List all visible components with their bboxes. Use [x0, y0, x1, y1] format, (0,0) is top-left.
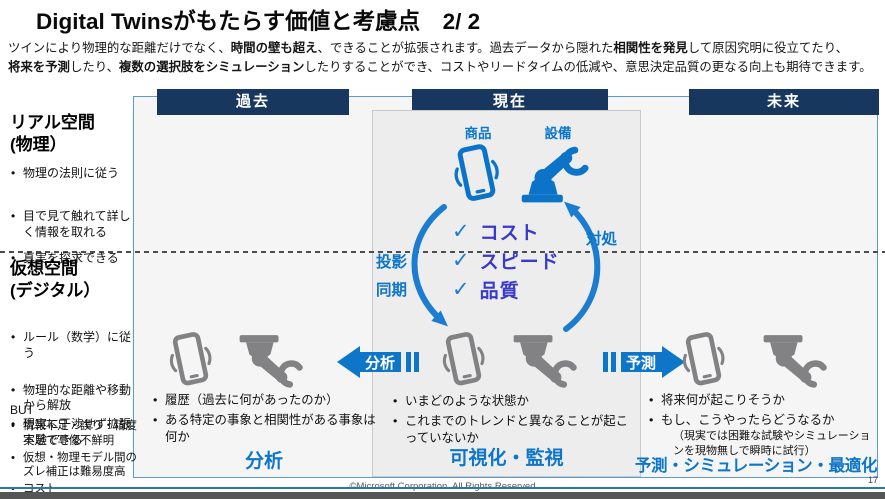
response-label: 対処 — [586, 231, 618, 248]
timeline-header-future: 未来 — [689, 89, 879, 115]
virtual-space-title: 仮想空間 — [10, 259, 78, 278]
page-number: 17 — [867, 475, 878, 485]
intro-paragraph: ツインにより物理的な距離だけでなく、時間の壁も超え、できることが拡張されます。過… — [8, 39, 882, 76]
intro-highlight: 複数の選択肢をシミュレーション — [119, 59, 305, 74]
list-item: ある特定の事象と相関性がある事象は何か — [152, 412, 376, 446]
list-item-text: もし、こうやったらどうなるか — [661, 413, 835, 428]
virtual-space-caveats: 情報不足・誤り・精度不足で写像不鮮明 仮想・物理モデル間のズレ補正は難易度高 コ… — [10, 419, 142, 499]
virtual-space-heading: 仮想空間 (デジタル） — [10, 258, 100, 302]
list-item: 情報不足・誤り・精度不足で写像不鮮明 — [10, 419, 142, 449]
robot-arm-icon — [520, 146, 592, 204]
list-item: 物理の法則に従う — [10, 166, 136, 182]
future-category-label: 予測・シミュレーション・最適化 — [634, 457, 878, 475]
benefit-checklist: ✓ コスト ✓ スピード ✓ 品質 — [452, 217, 560, 304]
intro-text: したり、 — [69, 59, 120, 74]
intro-highlight: 将来を予測 — [8, 59, 70, 74]
checklist-row: ✓ 品質 — [452, 275, 560, 304]
real-space-subtitle: (物理） — [10, 135, 67, 155]
bottom-window-strip — [0, 492, 885, 499]
intro-highlight: 時間の壁も超え — [230, 41, 318, 55]
sync-label: 同期 — [376, 282, 408, 299]
analysis-arrow: 分析 — [337, 344, 423, 380]
bottom-accent-line — [0, 487, 885, 489]
real-space-heading: リアル空間 (物理） — [10, 112, 95, 156]
past-bullets: 履歴（過去に何があったのか） ある特定の事象と相関性がある事象は何か — [152, 392, 376, 449]
prediction-arrow-label: 予測 — [625, 355, 656, 372]
real-space-bullets: 物理の法則に従う 目で見て触れて詳しく情報を取れる 真実を探求できる — [10, 166, 136, 278]
robot-arm-icon — [238, 334, 306, 388]
check-icon: ✓ — [452, 249, 470, 272]
present-category-label: 可視化・監視 — [449, 448, 564, 469]
list-item: 履歴（過去に何があったのか） — [152, 392, 376, 409]
projection-label: 投影 — [376, 254, 408, 271]
timeline-header-past: 過去 — [157, 89, 349, 115]
list-item: 目で見て触れて詳しく情報を取れる — [10, 209, 136, 241]
prediction-arrow: 予測 — [599, 344, 685, 380]
future-bullets: 将来何が起こりそうか もし、こうやったらどうなるか （現実では困難な試験やシミュ… — [648, 392, 880, 461]
left-striped-arrow-icon — [337, 346, 419, 378]
list-item: 将来何が起こりそうか — [648, 392, 880, 409]
checklist-row: ✓ コスト — [452, 217, 560, 246]
slide-title: Digital Twinsがもたらす価値と考慮点 2/ 2 — [36, 9, 481, 34]
product-label: 商品 — [464, 126, 492, 141]
intro-highlight: 相関性を発見 — [613, 41, 688, 55]
projection-sync-label: 投影 同期 — [376, 249, 407, 305]
list-item: もし、こうやったらどうなるか （現実では困難な試験やシミュレーションを現物無しで… — [648, 412, 880, 458]
list-item-note: （現実では困難な試験やシミュレーションを現物無しで瞬時に試行） — [673, 430, 871, 457]
analysis-arrow-label: 分析 — [364, 355, 395, 372]
intro-text: ツインにより物理的な距離だけでなく、 — [8, 41, 231, 55]
present-bullets: いまどのような状態か これまでのトレンドと異なることが起こっていないか — [392, 393, 636, 450]
checklist-label: コスト — [479, 223, 540, 244]
virtual-space-subtitle: (デジタル） — [10, 281, 101, 301]
real-virtual-divider — [0, 251, 885, 253]
intro-text: 、できることが拡張されます。過去データから隠れた — [317, 41, 614, 55]
list-item: ルール（数学）に従う — [10, 330, 138, 362]
intro-text: して原因究明に役立てたり、 — [687, 41, 848, 55]
list-item: 真実を探求できる — [10, 251, 136, 267]
intro-text: したりすることができ、コストやリードタイムの低減や、意思決定品質の更なる向上も期… — [304, 59, 872, 74]
list-item: これまでのトレンドと異なることが起こっていないか — [392, 413, 636, 447]
checklist-row: ✓ スピード — [452, 246, 560, 275]
equipment-label: 設備 — [544, 126, 572, 141]
right-striped-arrow-icon — [603, 346, 685, 378]
robot-arm-icon — [512, 334, 580, 388]
list-item: 仮想・物理モデル間のズレ補正は難易度高 — [10, 451, 142, 481]
checklist-label: スピード — [479, 252, 560, 273]
but-label: BUT — [10, 403, 34, 417]
sync-loop-arrows — [411, 201, 601, 332]
check-icon: ✓ — [452, 278, 470, 301]
list-item: 物理的な距離や移動から解放 — [10, 383, 138, 415]
checklist-label: 品質 — [479, 281, 520, 302]
check-icon: ✓ — [452, 220, 470, 243]
copyright-footer: ©Microsoft Corporation. All Rights Reser… — [0, 481, 885, 492]
past-category-label: 分析 — [244, 451, 283, 472]
robot-arm-icon — [762, 334, 830, 388]
real-space-title: リアル空間 — [10, 113, 95, 132]
list-item: いまどのような状態か — [392, 393, 636, 410]
